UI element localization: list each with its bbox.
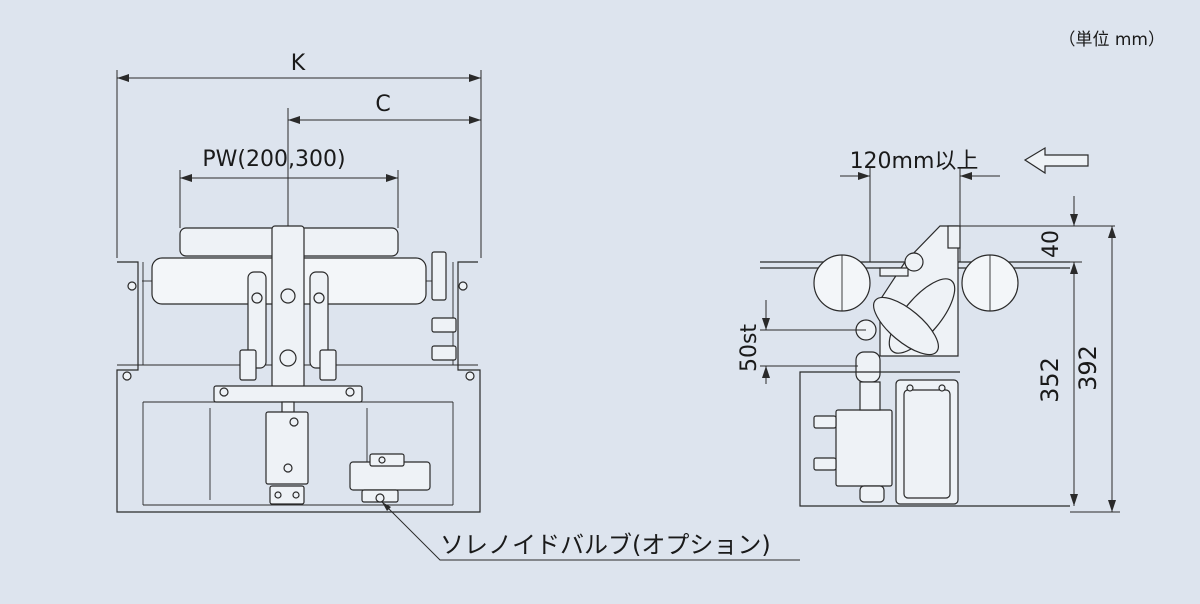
front-view: K C PW(200,300) — [116, 51, 800, 561]
dimension-352-label: 352 — [1036, 357, 1064, 403]
dimension-pw-label: PW(200,300) — [202, 147, 345, 172]
dimension-k-label: K — [291, 51, 306, 76]
base-plate — [213, 385, 363, 403]
solenoid-valve — [349, 453, 431, 503]
bolt — [127, 281, 137, 291]
dimension-120: 120mm以上 — [840, 149, 1000, 262]
right-bracket — [431, 251, 447, 301]
dimension-c: C — [287, 92, 481, 408]
bolt-head — [431, 345, 457, 361]
side-view: 120mm以上 50st — [737, 146, 1120, 513]
dimension-392-label: 392 — [1074, 345, 1102, 391]
dimension-50st: 50st — [737, 300, 866, 384]
bolt — [465, 371, 475, 381]
air-cylinder — [265, 401, 309, 505]
dimension-120-label: 120mm以上 — [850, 149, 979, 174]
callout-solenoid-valve: ソレノイドバルブ(オプション) — [440, 531, 771, 559]
left-frame — [116, 261, 481, 513]
dimension-50st-label: 50st — [737, 324, 762, 372]
bolt — [122, 371, 132, 381]
side-cylinder — [835, 409, 893, 487]
side-base-frame — [799, 371, 1070, 507]
dimension-40-label: 40 — [1039, 230, 1064, 258]
side-lift-linkage — [855, 225, 961, 383]
bolt-head — [431, 317, 457, 333]
bolt — [458, 281, 468, 291]
dimension-352: 352 — [1036, 278, 1078, 506]
left-arrow-icon — [1023, 146, 1089, 175]
unit-note: （単位 mm） — [1058, 30, 1165, 50]
dimension-40: 40 — [958, 196, 1115, 278]
dimension-k: K — [116, 51, 482, 258]
dimension-pw: PW(200,300) — [179, 147, 399, 228]
dimension-392: 392 — [1070, 226, 1120, 513]
lift-mechanism — [213, 225, 363, 403]
dimension-c-label: C — [375, 92, 390, 117]
callout-leader — [381, 501, 800, 561]
